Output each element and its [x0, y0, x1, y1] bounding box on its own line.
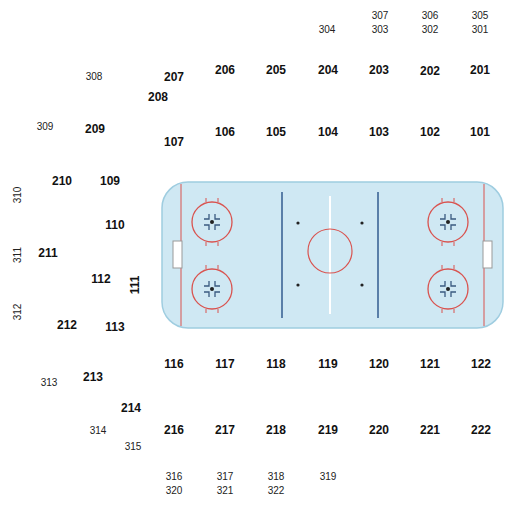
- section-number: 206: [215, 64, 235, 76]
- section-number: 101: [470, 126, 490, 138]
- section-number: 219: [318, 424, 338, 436]
- section-number: 311: [13, 247, 23, 263]
- section-number: 122: [471, 358, 491, 370]
- section-number: 305: [472, 11, 489, 21]
- section-number: 301: [472, 25, 489, 35]
- section-number: 203: [369, 64, 389, 76]
- section-number: 104: [318, 126, 338, 138]
- section-number: 204: [318, 64, 338, 76]
- section-number: 202: [420, 65, 440, 77]
- section-number: 213: [83, 371, 103, 383]
- section-number: 210: [52, 175, 72, 187]
- section-number: 116: [164, 358, 183, 370]
- section-number: 314: [90, 426, 107, 436]
- section-number: 119: [318, 358, 337, 370]
- section-number: 320: [166, 486, 183, 496]
- section-number: 105: [266, 126, 286, 138]
- section-number: 209: [85, 123, 105, 135]
- section-number: 304: [319, 25, 336, 35]
- section-number: 205: [266, 64, 286, 76]
- section-number: 220: [369, 424, 389, 436]
- section-number: 107: [164, 136, 184, 148]
- section-number: 316: [166, 472, 183, 482]
- section-number: 201: [470, 64, 490, 76]
- section-number: 110: [105, 219, 124, 231]
- section-number: 319: [320, 472, 337, 482]
- section-number: 118: [266, 358, 285, 370]
- section-number: 312: [13, 304, 23, 321]
- section-number: 322: [268, 486, 285, 496]
- section-number: 222: [471, 424, 491, 436]
- section-number: 112: [91, 273, 110, 285]
- section-number: 214: [121, 402, 141, 414]
- section-number: 212: [57, 319, 77, 331]
- section-number: 310: [13, 187, 23, 204]
- section-number: 306: [422, 11, 439, 21]
- section-number: 218: [266, 424, 286, 436]
- section-number: 109: [100, 175, 120, 187]
- section-number: 313: [41, 378, 58, 388]
- section-number: 102: [420, 126, 440, 138]
- section-number: 303: [372, 25, 389, 35]
- section-number: 111: [129, 276, 141, 295]
- section-number: 217: [215, 424, 235, 436]
- section-number: 315: [125, 442, 142, 452]
- section-number: 120: [369, 358, 389, 370]
- section-number: 207: [164, 71, 184, 83]
- section-number: 117: [215, 358, 234, 370]
- section-number: 216: [164, 424, 184, 436]
- section-number: 318: [268, 472, 285, 482]
- section-number: 208: [148, 91, 168, 103]
- section-number: 221: [420, 424, 440, 436]
- section-number: 121: [420, 358, 440, 370]
- section-number: 113: [105, 321, 124, 333]
- section-number: 321: [217, 486, 234, 496]
- section-number: 307: [372, 11, 389, 21]
- section-number: 308: [86, 72, 103, 82]
- section-number: 317: [217, 472, 234, 482]
- section-number: 302: [422, 25, 439, 35]
- section-number: 103: [369, 126, 389, 138]
- section-number: 211: [38, 247, 57, 259]
- section-number: 106: [215, 126, 235, 138]
- section-number: 309: [37, 122, 54, 132]
